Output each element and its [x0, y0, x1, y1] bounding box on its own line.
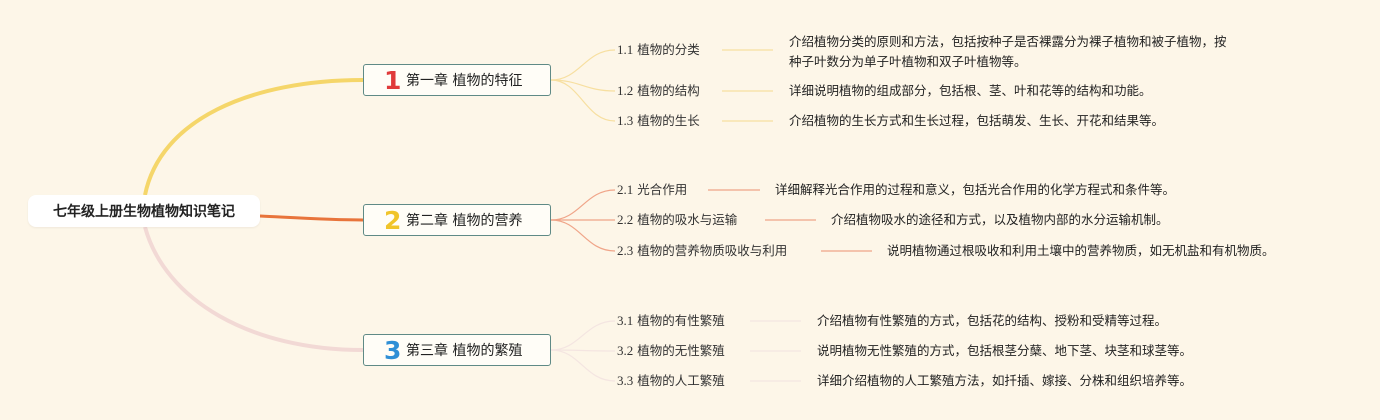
description-line: 介绍植物分类的原则和方法，包括按种子是否裸露分为裸子植物和被子植物，按	[789, 34, 1227, 49]
section-number: 1.3	[617, 113, 634, 128]
section-number: 1.1	[617, 42, 634, 57]
chapter-1-title: 第一章 植物的特征	[406, 73, 523, 89]
section-3-1-description: 介绍植物有性繁殖的方式，包括花的结构、授粉和受精等过程。	[817, 311, 1167, 331]
connector-ch2-s1	[550, 189, 616, 221]
chapter-2-node[interactable]: 2 第二章 植物的营养	[363, 204, 551, 236]
description-line: 说明植物通过根吸收和利用土壤中的营养物质，如无机盐和有机物质。	[887, 243, 1275, 258]
description-line: 介绍植物有性繁殖的方式，包括花的结构、授粉和受精等过程。	[817, 313, 1168, 328]
description-line: 种子叶数分为单子叶植物和双子叶植物等。	[789, 54, 1027, 69]
section-1-3-description: 介绍植物的生长方式和生长过程，包括萌发、生长、开花和结果等。	[789, 111, 1164, 131]
section-title: 植物的有性繁殖	[637, 313, 725, 328]
section-2-2-description: 介绍植物吸水的途径和方式，以及植物内部的水分运输机制。	[831, 210, 1169, 230]
section-number: 2.2	[617, 212, 634, 227]
description-line: 详细说明植物的组成部分，包括根、茎、叶和花等的结构和功能。	[789, 83, 1152, 98]
section-title: 植物的生长	[637, 113, 700, 128]
section-2-3-description: 说明植物通过根吸收和利用土壤中的营养物质，如无机盐和有机物质。	[887, 241, 1275, 261]
chapter-1-number-icon: 1	[384, 65, 402, 95]
section-3-2-description: 说明植物无性繁殖的方式，包括根茎分蘖、地下茎、块茎和球茎等。	[817, 341, 1192, 361]
connector-ch3-s3	[550, 349, 616, 382]
description-line: 介绍植物吸水的途径和方式，以及植物内部的水分运输机制。	[831, 212, 1169, 227]
connector-ch1-s2	[550, 79, 616, 92]
connector-ch1-s3	[550, 79, 616, 122]
section-number: 3.1	[617, 313, 634, 328]
section-number: 2.1	[617, 182, 634, 197]
chapter-3-node[interactable]: 3 第三章 植物的繁殖	[363, 334, 551, 366]
section-number: 2.3	[617, 243, 634, 258]
section-title: 植物的结构	[637, 83, 700, 98]
description-line: 详细介绍植物的人工繁殖方法，如扦插、嫁接、分株和组织培养等。	[817, 373, 1193, 388]
connector-ch2-s3	[550, 219, 616, 252]
root-title: 七年级上册生物植物知识笔记	[53, 204, 235, 220]
section-title: 光合作用	[637, 182, 688, 197]
chapter-2-title: 第二章 植物的营养	[406, 213, 523, 229]
connector-ch1-s1	[550, 49, 616, 81]
section-number: 1.2	[617, 83, 634, 98]
section-1-2-description: 详细说明植物的组成部分，包括根、茎、叶和花等的结构和功能。	[789, 81, 1152, 101]
section-title: 植物的分类	[637, 42, 700, 57]
section-number: 3.2	[617, 343, 634, 358]
connector-ch3-s1	[550, 320, 616, 351]
chapter-2-number-icon: 2	[384, 205, 402, 235]
connector-ch3-s2	[550, 349, 616, 352]
chapter-3-title: 第三章 植物的繁殖	[406, 343, 523, 359]
section-2-1-description: 详细解释光合作用的过程和意义，包括光合作用的化学方程式和条件等。	[775, 180, 1175, 200]
section-1-1-description: 介绍植物分类的原则和方法，包括按种子是否裸露分为裸子植物和被子植物，按 种子叶数…	[789, 32, 1227, 72]
section-title: 植物的人工繁殖	[637, 373, 725, 388]
section-3-3-description: 详细介绍植物的人工繁殖方法，如扦插、嫁接、分株和组织培养等。	[817, 371, 1192, 391]
section-title: 植物的吸水与运输	[637, 212, 738, 227]
chapter-1-node[interactable]: 1 第一章 植物的特征	[363, 64, 551, 96]
section-title: 植物的营养物质吸收与利用	[637, 243, 788, 258]
description-line: 介绍植物的生长方式和生长过程，包括萌发、生长、开花和结果等。	[789, 113, 1165, 128]
description-line: 说明植物无性繁殖的方式，包括根茎分蘖、地下茎、块茎和球茎等。	[817, 343, 1193, 358]
root-node[interactable]: 七年级上册生物植物知识笔记	[28, 195, 260, 227]
chapter-3-number-icon: 3	[384, 335, 402, 365]
section-title: 植物的无性繁殖	[637, 343, 725, 358]
connector-root-ch3	[143, 226, 364, 352]
section-number: 3.3	[617, 373, 634, 388]
connector-root-ch1	[143, 78, 364, 196]
description-line: 详细解释光合作用的过程和意义，包括光合作用的化学方程式和条件等。	[775, 182, 1176, 197]
connector-root-ch2	[259, 214, 364, 222]
